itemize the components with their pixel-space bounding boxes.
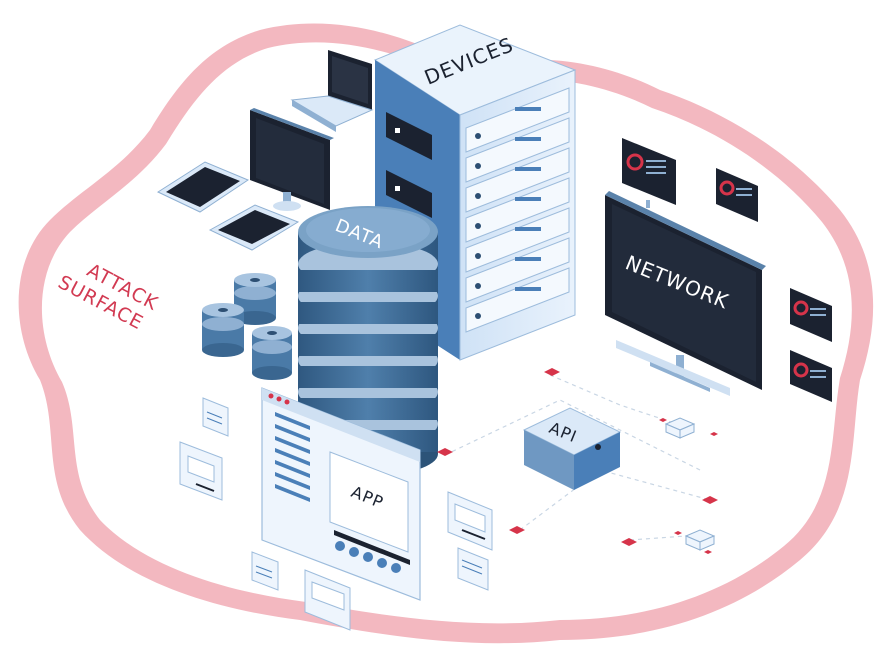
tablet-icon (156, 161, 250, 213)
dashboard-monitor-4 (790, 350, 832, 402)
network-nodes (664, 417, 716, 551)
dashboard-monitor-1 (622, 138, 676, 208)
small-db-2 (202, 303, 244, 357)
laptop-icon (290, 50, 374, 132)
app-window-panel: APP (261, 387, 421, 601)
mobile-device-icon (208, 204, 300, 251)
dashboard-monitor-2 (716, 168, 758, 222)
mini-window-4 (304, 569, 351, 631)
mini-window-1 (202, 397, 229, 437)
server-drive-bays (465, 87, 570, 333)
api-block: API (522, 407, 622, 490)
mini-window-icons (179, 397, 493, 631)
dashboard-monitor-icons (622, 138, 832, 402)
small-db-3 (252, 326, 292, 380)
red-markers (437, 368, 718, 554)
network-display: NETWORK (605, 191, 766, 396)
mini-window-6 (457, 547, 489, 591)
mini-window-5 (447, 491, 493, 551)
small-database-icons (202, 273, 292, 380)
mini-window-3 (251, 551, 279, 591)
mini-window-2 (179, 441, 223, 501)
desktop-monitor-icon (250, 108, 334, 211)
dashboard-monitor-3 (790, 288, 832, 342)
